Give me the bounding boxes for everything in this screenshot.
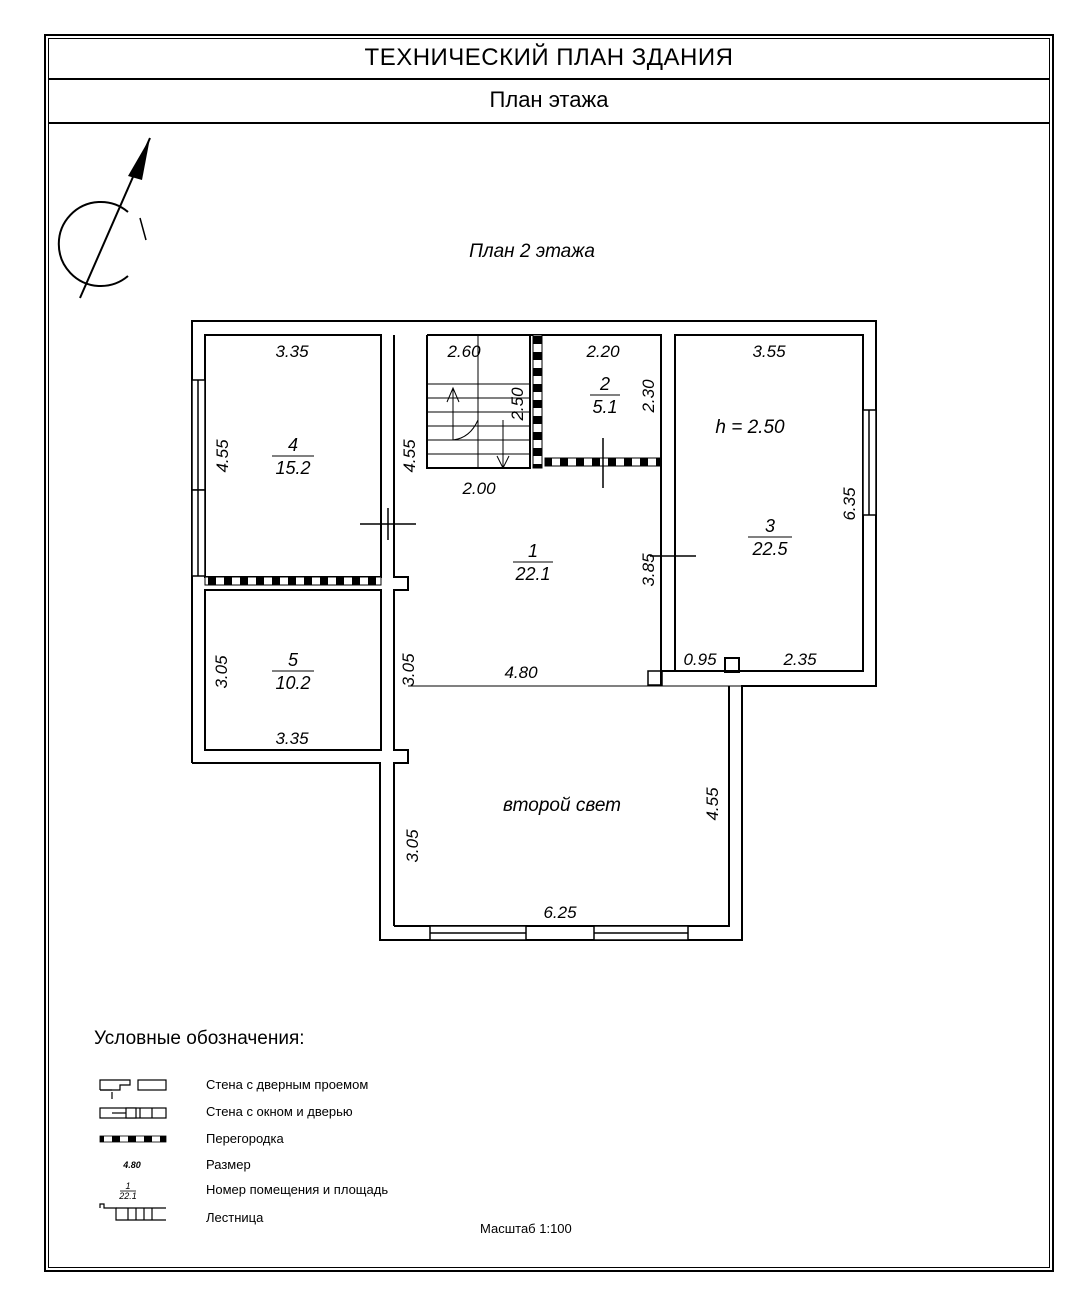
room-4-number: 4 xyxy=(288,435,298,455)
room-2-number: 2 xyxy=(599,374,610,394)
legend-title: Условные обозначения: xyxy=(94,1028,305,1049)
staircase xyxy=(427,335,530,470)
second-light-label: второй свет xyxy=(503,795,621,816)
dim-r5-side: 3.05 xyxy=(212,655,231,689)
dim-r1-bottom: 4.80 xyxy=(504,663,538,682)
dim-r2-top: 2.20 xyxy=(585,342,620,361)
legend-item-room-number: Номер помещения и площадь xyxy=(206,1182,389,1197)
legend-item-stairs: Лестница xyxy=(206,1210,264,1225)
door-markers xyxy=(360,438,696,557)
room-3-area: 22.5 xyxy=(751,539,788,559)
room-5-area: 10.2 xyxy=(275,673,310,693)
legend-partition-icon xyxy=(99,1135,167,1143)
legend-door-wall-icon xyxy=(99,1079,167,1099)
room-3-number: 3 xyxy=(765,516,775,536)
room-1-area: 22.1 xyxy=(514,564,550,584)
dim-r5-bottom: 3.35 xyxy=(275,729,309,748)
north-arrow-icon xyxy=(57,137,151,299)
dim-r4-side: 4.55 xyxy=(213,439,232,473)
legend-window-door-wall-icon xyxy=(99,1107,167,1119)
legend-item-door-wall: Стена с дверным проемом xyxy=(206,1077,369,1092)
windows xyxy=(191,379,877,941)
dim-stair-side: 2.50 xyxy=(508,387,527,422)
dim-r1-side: 3.85 xyxy=(639,553,658,587)
ceiling-height-label: h = 2.50 xyxy=(715,417,785,438)
dim-stair-left: 4.55 xyxy=(400,439,419,473)
dim-sl-right: 4.55 xyxy=(703,787,722,821)
sheet-title: ТЕХНИЧЕСКИЙ ПЛАН ЗДАНИЯ xyxy=(48,40,1050,80)
legend-stairs-icon xyxy=(99,1203,166,1221)
dim-r3-top: 3.55 xyxy=(752,342,786,361)
room-4-area: 15.2 xyxy=(275,458,310,478)
dim-r3-bl: 0.95 xyxy=(683,650,717,669)
legend-item-partition: Перегородка xyxy=(206,1131,284,1146)
dim-r3-side: 6.35 xyxy=(840,487,859,521)
sheet-subtitle: План этажа xyxy=(48,80,1050,124)
partitions xyxy=(204,334,662,586)
room-1-number: 1 xyxy=(528,541,538,561)
dimensions: 3.35 4.55 2.60 2.50 4.55 2.00 2.20 2.30 … xyxy=(212,342,859,922)
dim-sl-bottom: 6.25 xyxy=(543,903,577,922)
dim-stair-top: 2.60 xyxy=(446,342,481,361)
dim-r3-br: 2.35 xyxy=(782,650,817,669)
inner-frame xyxy=(48,38,1050,1268)
dim-stair-bottom: 2.00 xyxy=(461,479,496,498)
room-2-area: 5.1 xyxy=(592,397,617,417)
room-labels: 1 22.1 2 5.1 3 22.5 4 15.2 5 10.2 h = 2.… xyxy=(272,374,792,816)
outer-frame xyxy=(44,34,1054,1272)
legend-room-sample-number: 1 xyxy=(125,1181,130,1191)
room-5-number: 5 xyxy=(288,650,299,670)
scale-label: Масштаб 1:100 xyxy=(480,1221,572,1236)
dim-r4-top: 3.35 xyxy=(275,342,309,361)
dim-r2-side: 2.30 xyxy=(639,379,658,414)
dim-sl-left: 3.05 xyxy=(403,829,422,863)
legend-room-sample-area: 22.1 xyxy=(118,1191,137,1201)
floor-label: План 2 этажа xyxy=(469,241,595,262)
legend-symbols xyxy=(99,1079,167,1221)
legend-item-window-door-wall: Стена с окном и дверью xyxy=(206,1104,353,1119)
dim-r1-left: 3.05 xyxy=(399,653,418,687)
legend-size-sample: 4.80 xyxy=(122,1160,141,1170)
legend-item-size: Размер xyxy=(206,1157,251,1172)
